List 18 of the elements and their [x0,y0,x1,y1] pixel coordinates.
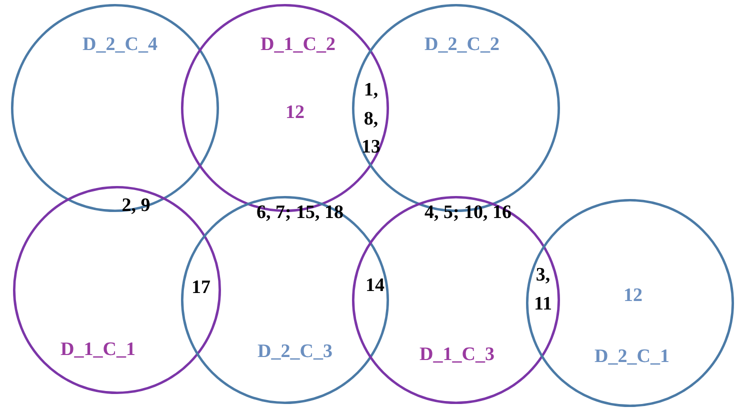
set-circle [11,4,219,212]
set-label: D_2_C_1 [594,346,670,368]
element-list: 14 [366,272,384,300]
set-label: D_2_C_2 [424,34,500,56]
element-list: 12 [624,282,642,310]
set-label: D_1_C_1 [60,339,136,361]
set-circle [181,196,389,404]
element-list: 17 [192,274,210,302]
set-circle [526,199,734,407]
set-circle [352,196,560,404]
set-label: D_1_C_3 [420,344,494,366]
set-label: D_2_C_4 [82,34,158,56]
set-label: D_1_C_2 [260,34,336,56]
element-list: 12 [286,98,304,128]
element-list: 3, 11 [529,262,557,318]
set-label: D_2_C_3 [258,341,332,363]
element-list: 1, 8, 13 [358,76,384,162]
set-circle [13,186,221,394]
